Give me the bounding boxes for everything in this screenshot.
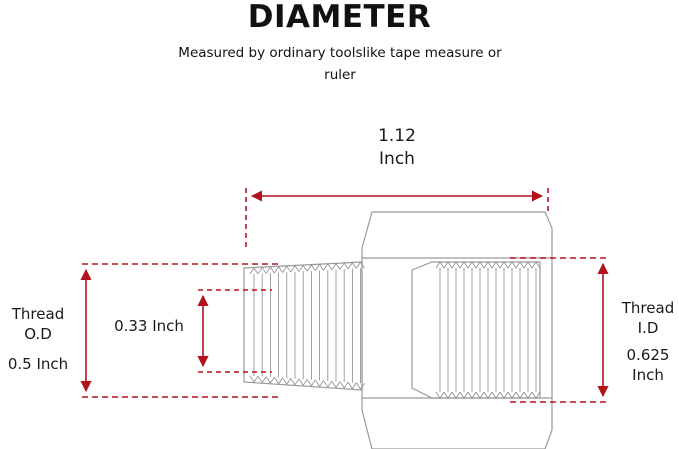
- thread-pitch-value: 0.33 Inch: [114, 317, 184, 335]
- female-thread-crest: [459, 261, 469, 399]
- female-thread-crest: [515, 261, 525, 399]
- female-thread-crest: [491, 261, 501, 399]
- female-thread-crest: [523, 261, 533, 399]
- male-thread-crest: [315, 263, 324, 388]
- adapter-drawing: [243, 211, 553, 449]
- male-thread-crest: [323, 263, 333, 388]
- female-thread-crests: [435, 261, 541, 399]
- female-thread-crest: [507, 261, 517, 399]
- thread-od-name: Thread O.D: [11, 305, 65, 343]
- male-thread-crest: [356, 261, 365, 390]
- length-unit: Inch: [379, 149, 415, 169]
- female-thread-crest: [435, 261, 445, 399]
- thread-id-name: Thread I.D: [621, 299, 675, 337]
- male-thread-crest: [290, 265, 300, 386]
- male-thread-crest: [307, 264, 316, 387]
- female-bore-outline: [411, 261, 541, 399]
- length-value: 1.12: [378, 126, 416, 146]
- thread-od-label: Thread O.D: [0, 304, 76, 344]
- thread-id-value-block: 0.625 Inch: [610, 345, 679, 385]
- female-thread-crest: [531, 261, 541, 399]
- male-thread-crest: [282, 265, 292, 385]
- length-label: 1.12 Inch: [352, 125, 442, 171]
- page-title: DIAMETER: [247, 0, 432, 35]
- female-thread-crest: [443, 261, 453, 399]
- female-thread-crest: [467, 261, 477, 399]
- female-thread-crest: [451, 261, 461, 399]
- hex-body-outline: [361, 211, 553, 449]
- male-thread-crest: [274, 265, 283, 385]
- male-thread-crest: [257, 266, 267, 384]
- male-thread-crest: [348, 261, 357, 390]
- male-thread-crest: [266, 266, 275, 384]
- male-thread-crest: [249, 267, 259, 383]
- male-thread-crest: [331, 262, 341, 389]
- dimension-lines: [80, 188, 610, 403]
- page-subtitle: Measured by ordinary toolslike tape meas…: [178, 45, 502, 83]
- male-thread-crest: [298, 264, 308, 387]
- thread-id-label: Thread I.D: [610, 298, 679, 338]
- male-thread-crests: [249, 261, 365, 390]
- female-thread-crest: [499, 261, 509, 399]
- thread-id-value: 0.625: [626, 346, 670, 364]
- female-thread-crest: [475, 261, 485, 399]
- thread-id-unit: Inch: [632, 366, 664, 384]
- male-thread-crest: [339, 262, 349, 389]
- female-thread-crest: [483, 261, 493, 399]
- thread-od-value: 0.5 Inch: [7, 355, 69, 373]
